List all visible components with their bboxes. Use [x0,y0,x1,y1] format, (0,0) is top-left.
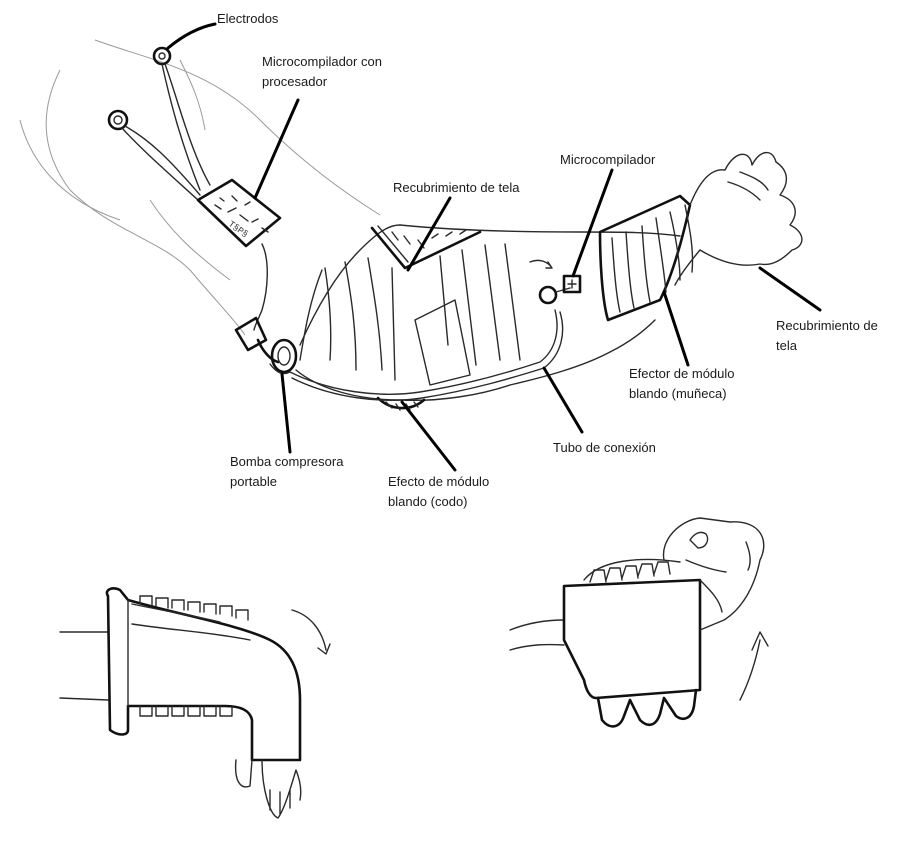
label-wrist-effector-2: blando (muñeca) [629,386,727,401]
label-wrist-effector-1: Efector de módulo [629,366,735,381]
processor-board: T§P§ [196,178,282,331]
label-tube: Tubo de conexión [553,440,656,455]
electrodes [107,46,211,201]
wrist-flexion-detail [59,587,331,819]
upper-arm-outline [19,39,381,336]
label-elbow-effector-2: blando (codo) [388,494,468,509]
label-fabric-hand-2: tela [776,338,798,353]
hand [674,151,803,286]
labels: Electrodos Microcompilador con procesado… [217,11,878,509]
forearm-sleeve [289,224,681,411]
label-elbow-effector-1: Efecto de módulo [388,474,489,489]
wrist-extension-detail [509,517,769,728]
label-electrodes: Electrodos [217,11,279,26]
leader-lines [166,22,822,472]
label-processor-2: procesador [262,74,328,89]
pump [234,316,298,375]
label-fabric-hand-1: Recubrimiento de [776,318,878,333]
label-pump-2: portable [230,474,277,489]
wrist-effector [598,194,694,322]
label-pump-1: Bomba compresora [230,454,344,469]
label-microcompiler: Microcompilador [560,152,656,167]
label-processor-1: Microcompilador con [262,54,382,69]
label-fabric-elbow: Recubrimiento de tela [393,180,520,195]
